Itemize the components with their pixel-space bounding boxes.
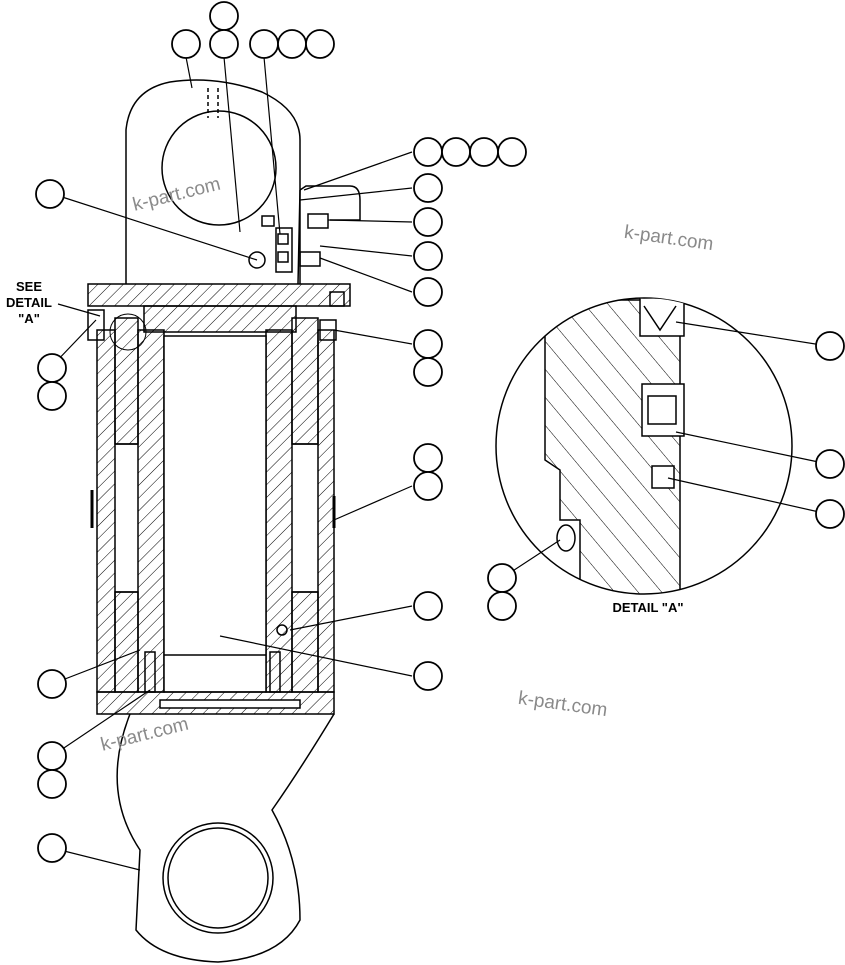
grease-fitting-top (207, 88, 219, 118)
callout-balloons (35, 1, 845, 863)
rod-wall-right (265, 329, 293, 693)
rod-wall-left (137, 329, 165, 693)
leader-lines (51, 56, 829, 871)
valve-block (275, 227, 293, 273)
top-eye-bore (161, 110, 277, 226)
piston-right-lower (291, 591, 319, 693)
hydraulic-line (299, 185, 361, 284)
watermark-2: k-part.com (623, 222, 715, 255)
inner-chamber (163, 335, 267, 693)
watermark-4: k-part.com (99, 714, 191, 756)
see-detail-line3: "A" (18, 311, 40, 326)
see-detail-line1: SEE (16, 279, 42, 294)
watermark-1: k-part.com (131, 174, 223, 216)
detail-title: DETAIL "A" (612, 600, 683, 615)
piston-left-lower (114, 591, 139, 693)
piston-right-upper (291, 317, 319, 445)
tube-wall-left (96, 329, 116, 693)
head-cap-body (143, 305, 297, 333)
tube-wall-right (317, 329, 335, 693)
watermark-3: k-part.com (517, 688, 609, 721)
detail-a-view (495, 297, 793, 595)
piston-left-upper (114, 317, 139, 445)
top-rod-eye (125, 79, 301, 285)
bottom-eye-bore (162, 822, 274, 934)
bottom-rod-eye (116, 713, 335, 963)
head-cap (87, 283, 351, 307)
see-detail-line2: DETAIL (6, 295, 52, 310)
